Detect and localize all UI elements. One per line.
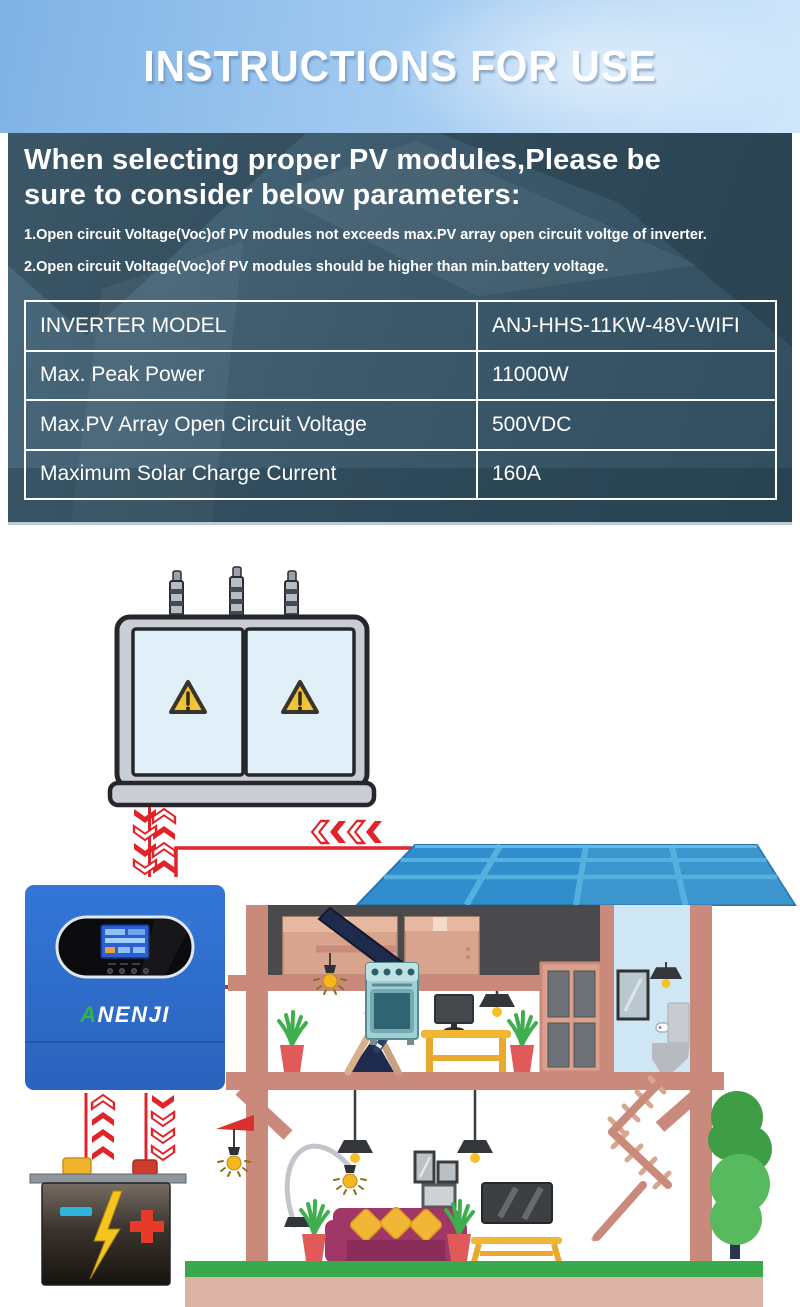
sofa-icon [325,1206,467,1263]
intro-section: When selecting proper PV modules,Please … [8,133,792,525]
battery-lid [29,1173,187,1184]
house-post-right [690,905,712,1263]
intro-heading-line1: When selecting proper PV modules,Please … [24,144,661,176]
plus-icon [130,1210,164,1243]
tv-icon [481,1182,553,1224]
inverter-lcd [100,924,150,959]
floor-lamp-icon [284,1143,352,1228]
system-diagram: ANENJI [0,525,800,1307]
display-buttons [107,967,149,974]
mirror-icon [616,969,650,1021]
inverter-display [55,915,195,979]
tree-icon [708,1091,772,1259]
combiner-box [107,566,377,808]
down-arrow-column [150,1095,176,1162]
plant-icon [299,1199,330,1263]
spec-value: 11000W [476,349,777,401]
table-row: Max. Peak Power 11000W [24,349,777,401]
system-diagram-canvas [25,566,797,1307]
mid-floor-beam [226,1072,724,1090]
staircase [591,1073,672,1242]
hanging-bulb-icon [217,1146,251,1177]
intro-heading: When selecting proper PV modules,Please … [24,143,661,214]
table-row: Maximum Solar Charge Current 160A [24,448,777,500]
toilet-icon [652,1002,690,1072]
solar-panel-grid [384,843,777,907]
wall-frames [413,1150,459,1209]
combiner-base [107,780,377,808]
combiner-post-icon [284,570,299,622]
minus-icon [60,1207,92,1216]
ground [185,1277,763,1307]
battery-flow-arrows [84,1093,176,1165]
pendant-lamp-icon [479,994,515,1017]
grass [185,1261,763,1277]
spec-table: INVERTER MODEL ANJ-HHS-11KW-48V-WIFI Max… [24,300,777,500]
spec-value: ANJ-HHS-11KW-48V-WIFI [476,300,777,352]
note-1: 1.Open circuit Voltage(Voc)of PV modules… [24,227,707,243]
spec-value: 160A [476,448,777,500]
table-row: INVERTER MODEL ANJ-HHS-11KW-48V-WIFI [24,300,777,352]
lightning-bolt-icon [89,1190,123,1280]
hanging-bulb-icon [333,1164,367,1195]
battery [29,1157,187,1286]
spec-label: Maximum Solar Charge Current [24,448,478,500]
plant-icon [277,1010,308,1074]
header-banner: INSTRUCTIONS FOR USE [0,0,800,133]
spec-value: 500VDC [476,399,777,451]
pendant-lamp-icon [457,1140,493,1163]
house [216,843,797,1263]
inverter [25,885,225,1090]
plant-icon [507,1010,538,1074]
combiner-post-icon [229,566,244,622]
tissue-roll-icon [655,1022,670,1033]
interior-door [539,961,603,1074]
table-row: Max.PV Array Open Circuit Voltage 500VDC [24,399,777,451]
battery-terminal [132,1159,158,1176]
wall-bracket-light [216,1115,254,1148]
stove-icon [365,962,419,1045]
note-2: 2.Open circuit Voltage(Voc)of PV modules… [24,259,609,275]
desk-icon [421,1030,511,1072]
house-post-left [246,905,268,1263]
sky-glow [304,0,800,133]
roof-feed-line [174,846,412,877]
up-arrow-column [90,1093,116,1160]
inverter-brand-logo: ANENJI [80,1002,170,1027]
monitor-icon [434,994,474,1033]
combiner-post-icon [169,570,184,622]
spec-label: Max.PV Array Open Circuit Voltage [24,399,478,451]
intro-heading-line2: sure to consider below parameters: [24,179,521,212]
solar-roof [354,843,797,907]
page-title: INSTRUCTIONS FOR USE [143,42,657,91]
spec-label: Max. Peak Power [24,349,478,401]
left-arrow-row [310,819,382,845]
pv-flow-arrows [132,807,412,877]
spec-label: INVERTER MODEL [24,300,478,352]
coffee-table-icon [471,1237,562,1263]
battery-terminal [62,1157,92,1176]
